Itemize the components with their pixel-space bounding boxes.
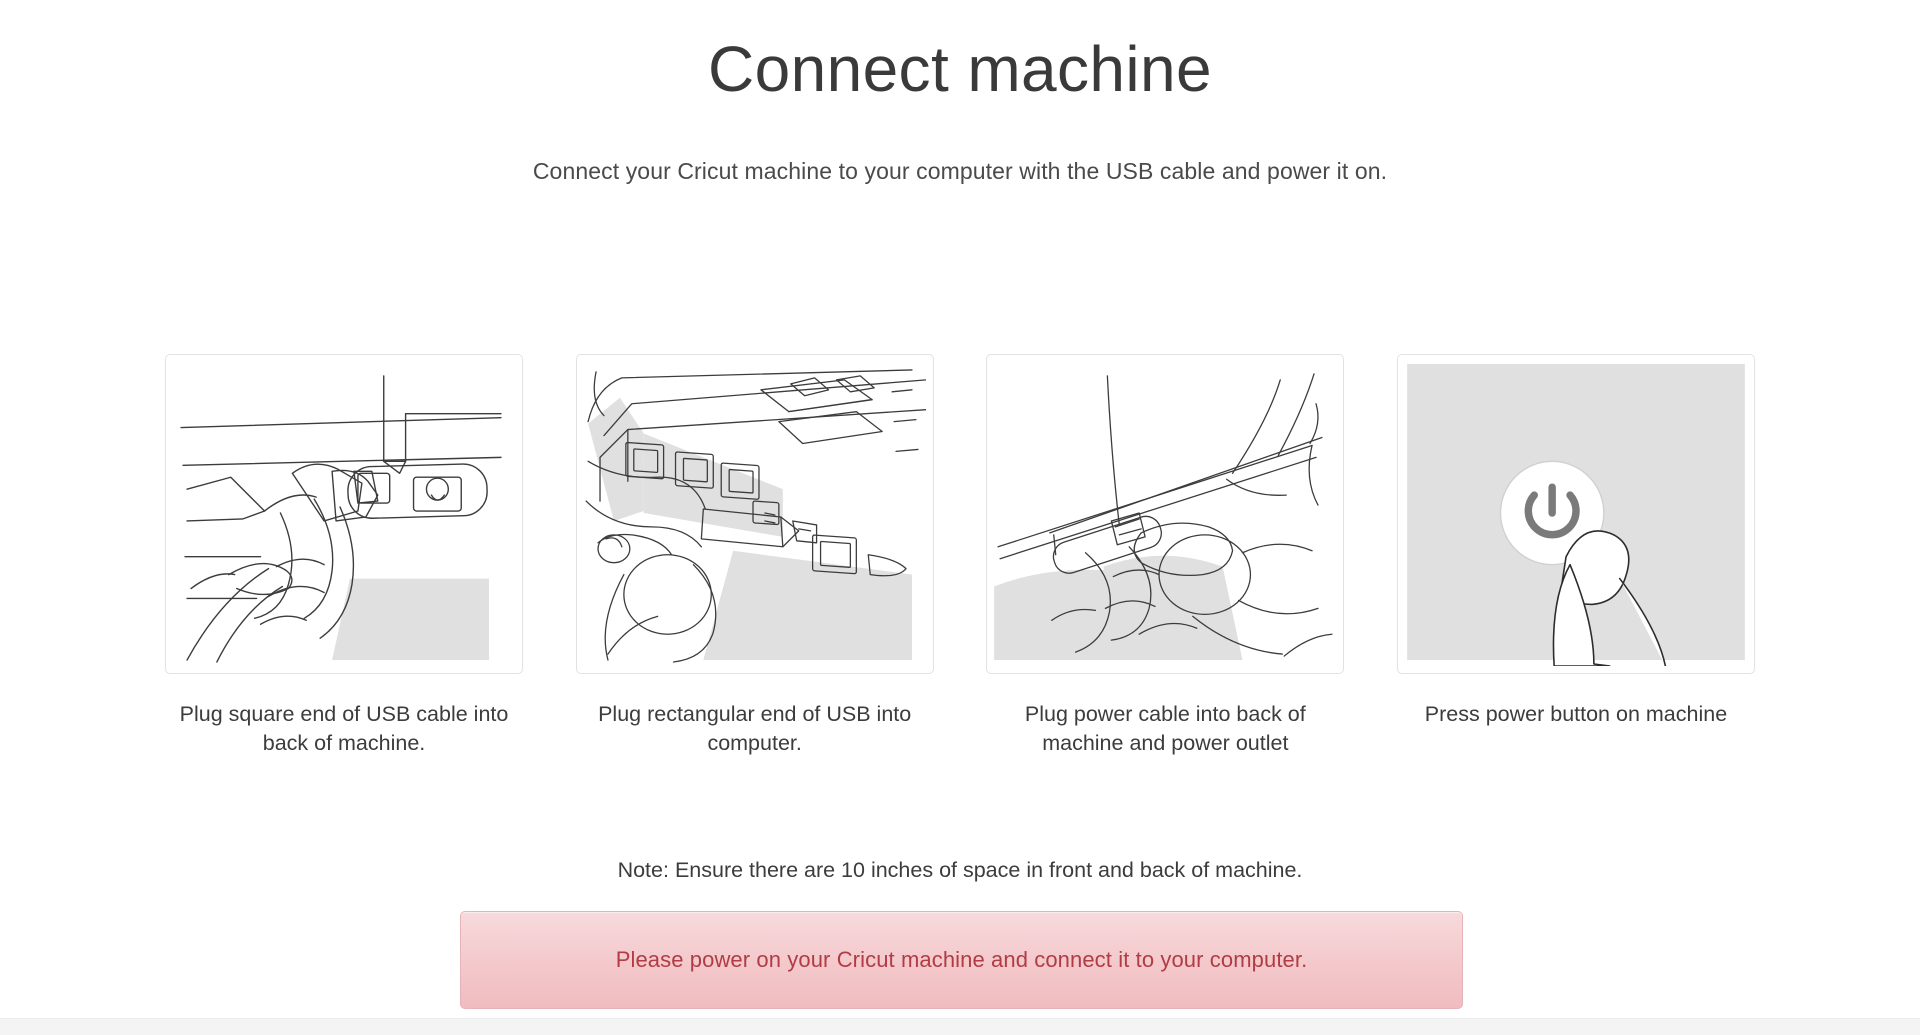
step-caption: Plug power cable into back of machine an…: [1024, 702, 1306, 755]
usb-rectangular-into-computer-illustration: [575, 354, 934, 674]
step-card-2: Plug rectangular end of USB into compute…: [575, 354, 934, 757]
step-card-4: Press power button on machine: [1396, 354, 1755, 729]
step-card-3: Plug power cable into back of machine an…: [986, 354, 1345, 757]
steps-row: Plug square end of USB cable into back o…: [165, 354, 1755, 757]
press-power-button-illustration: [1396, 354, 1755, 674]
power-cable-into-machine-illustration: [986, 354, 1345, 674]
step-caption: Press power button on machine: [1424, 702, 1728, 726]
step-caption: Plug square end of USB cable into back o…: [179, 702, 509, 755]
page-title: Connect machine: [707, 33, 1213, 105]
step-card-1: Plug square end of USB cable into back o…: [165, 354, 523, 757]
footer-bar: [0, 1018, 1920, 1035]
usb-square-into-machine-illustration: [165, 354, 523, 674]
alert-message: Please power on your Cricut machine and …: [615, 947, 1308, 972]
connection-status-alert: Please power on your Cricut machine and …: [460, 911, 1463, 1009]
page-subtitle: Connect your Cricut machine to your comp…: [532, 158, 1388, 184]
space-requirement-note: Note: Ensure there are 10 inches of spac…: [617, 858, 1303, 882]
step-caption: Plug rectangular end of USB into compute…: [598, 702, 912, 755]
power-symbol-icon: [1524, 483, 1580, 539]
